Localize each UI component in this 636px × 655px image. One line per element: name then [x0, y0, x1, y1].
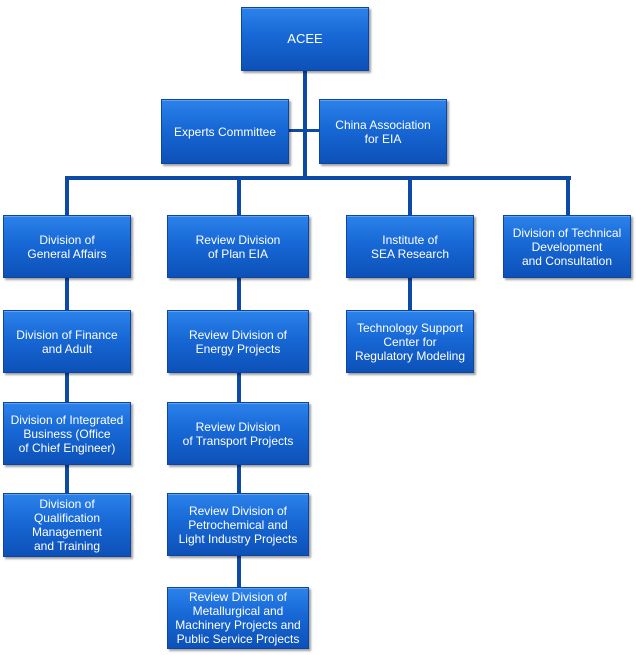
- node-experts-committee: Experts Committee: [161, 99, 289, 164]
- node-plan-eia: Review Division of Plan EIA: [167, 215, 309, 278]
- connector-col3-drop: [408, 178, 412, 215]
- node-qualification-management: Division of Qualification Management and…: [3, 493, 131, 557]
- connector-root-trunk: [303, 71, 307, 177]
- connector-horizontal-bus: [65, 176, 571, 180]
- node-technology-support-center: Technology Support Center for Regulatory…: [346, 310, 474, 373]
- node-technical-development: Division of Technical Development and Co…: [503, 215, 631, 278]
- node-petrochemical-light-industry: Review Division of Petrochemical and Lig…: [167, 493, 309, 556]
- connector-col2-drop: [237, 178, 241, 215]
- node-finance-adult: Division of Finance and Adult: [3, 310, 131, 373]
- connector-col4-drop: [566, 178, 570, 215]
- node-metallurgical-machinery-public: Review Division of Metallurgical and Mac…: [167, 587, 309, 649]
- connector-staff-right: [307, 129, 319, 132]
- node-energy-projects: Review Division of Energy Projects: [167, 310, 309, 373]
- connector-staff-left: [289, 129, 303, 132]
- connector-col1-vertical: [65, 278, 69, 493]
- connector-col1-drop: [65, 178, 69, 215]
- node-sea-research: Institute of SEA Research: [346, 215, 474, 278]
- node-transport-projects: Review Division of Transport Projects: [167, 402, 309, 465]
- connector-col3-vertical: [408, 278, 412, 310]
- node-root: ACEE: [241, 7, 369, 71]
- node-integrated-business: Division of Integrated Business (Office …: [3, 402, 131, 465]
- node-china-association-eia: China Association for EIA: [319, 99, 447, 164]
- node-general-affairs: Division of General Affairs: [3, 215, 131, 278]
